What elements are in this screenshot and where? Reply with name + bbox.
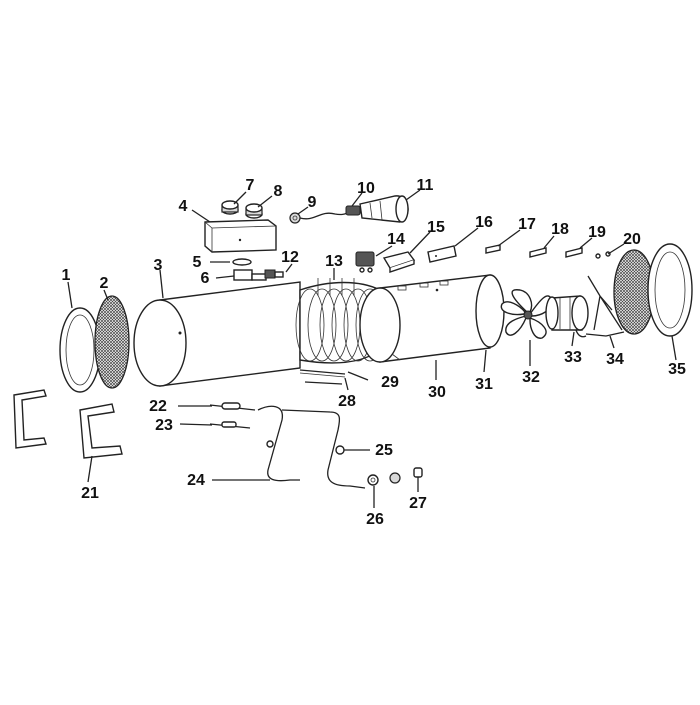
label-2: 2 — [100, 275, 109, 292]
part-22-thermocouple — [209, 402, 256, 411]
part-23-electrode — [209, 421, 251, 429]
label-10: 10 — [357, 180, 375, 197]
part-1-front-ring — [59, 307, 101, 393]
part-21-handle-right — [79, 403, 123, 459]
label-19: 19 — [588, 224, 606, 241]
label-17: 17 — [518, 216, 536, 233]
label-22: 22 — [149, 398, 167, 415]
part-26-nut — [389, 472, 401, 484]
part-21-handle-left — [13, 389, 47, 449]
part-10-hose — [299, 205, 361, 220]
part-20-screw — [595, 251, 611, 259]
part-3-outer-shell — [133, 281, 301, 387]
part-5-washer — [232, 258, 252, 266]
part-2-front-grill — [94, 295, 130, 389]
label-1: 1 — [62, 267, 71, 284]
label-3: 3 — [154, 257, 163, 274]
label-25: 25 — [375, 442, 393, 459]
part-8-knob — [245, 203, 263, 219]
label-6: 6 — [201, 270, 210, 287]
part-4-control-box — [204, 219, 277, 253]
label-28: 28 — [338, 393, 356, 410]
part-33-motor — [545, 295, 589, 338]
part-32-fan-blade — [500, 289, 553, 339]
part-30-rear-shell — [359, 274, 505, 363]
label-31: 31 — [475, 376, 493, 393]
part-24-gas-tube — [257, 405, 366, 489]
part-28-rod — [304, 381, 343, 385]
part-34-motor-bracket — [585, 275, 625, 337]
part-6-switch — [233, 269, 267, 281]
label-20: 20 — [623, 231, 641, 248]
label-32: 32 — [522, 369, 540, 386]
part-25-fitting — [335, 445, 345, 455]
label-26: 26 — [366, 511, 384, 528]
label-12: 12 — [281, 249, 299, 266]
label-21: 21 — [81, 485, 99, 502]
part-19-bracket — [565, 247, 583, 258]
part-29-rod — [299, 369, 346, 378]
part-9-fitting — [289, 212, 301, 224]
part-35-rear-ring — [647, 243, 693, 337]
part-12-connector — [264, 269, 284, 279]
label-11: 11 — [417, 177, 434, 194]
label-14: 14 — [387, 231, 405, 248]
part-13-heating-coil — [295, 278, 385, 364]
label-29: 29 — [381, 374, 399, 391]
part-14-valve — [355, 251, 375, 273]
label-34: 34 — [606, 351, 624, 368]
part-15-block — [382, 251, 416, 273]
label-18: 18 — [551, 221, 569, 238]
part-18-bracket — [529, 247, 547, 258]
label-23: 23 — [155, 417, 173, 434]
label-4: 4 — [179, 198, 188, 215]
part-11-nozzle — [359, 195, 409, 223]
label-35: 35 — [668, 361, 686, 378]
label-16: 16 — [475, 214, 493, 231]
label-30: 30 — [428, 384, 446, 401]
leader-lines — [67, 189, 677, 508]
label-15: 15 — [427, 219, 445, 236]
part-27-cap — [413, 467, 423, 478]
label-24: 24 — [187, 472, 205, 489]
label-8: 8 — [274, 183, 283, 200]
part-16-plate — [427, 245, 457, 263]
label-27: 27 — [409, 495, 427, 512]
part-26-washer — [367, 474, 379, 486]
part-17-bracket — [485, 244, 501, 254]
label-7: 7 — [246, 177, 255, 194]
label-13: 13 — [325, 253, 343, 270]
label-9: 9 — [308, 194, 317, 211]
label-33: 33 — [564, 349, 582, 366]
label-5: 5 — [193, 254, 202, 271]
part-labels: 1 2 3 4 5 6 7 8 9 10 11 12 13 14 15 16 1… — [62, 177, 686, 528]
part-7-knob — [221, 200, 239, 215]
